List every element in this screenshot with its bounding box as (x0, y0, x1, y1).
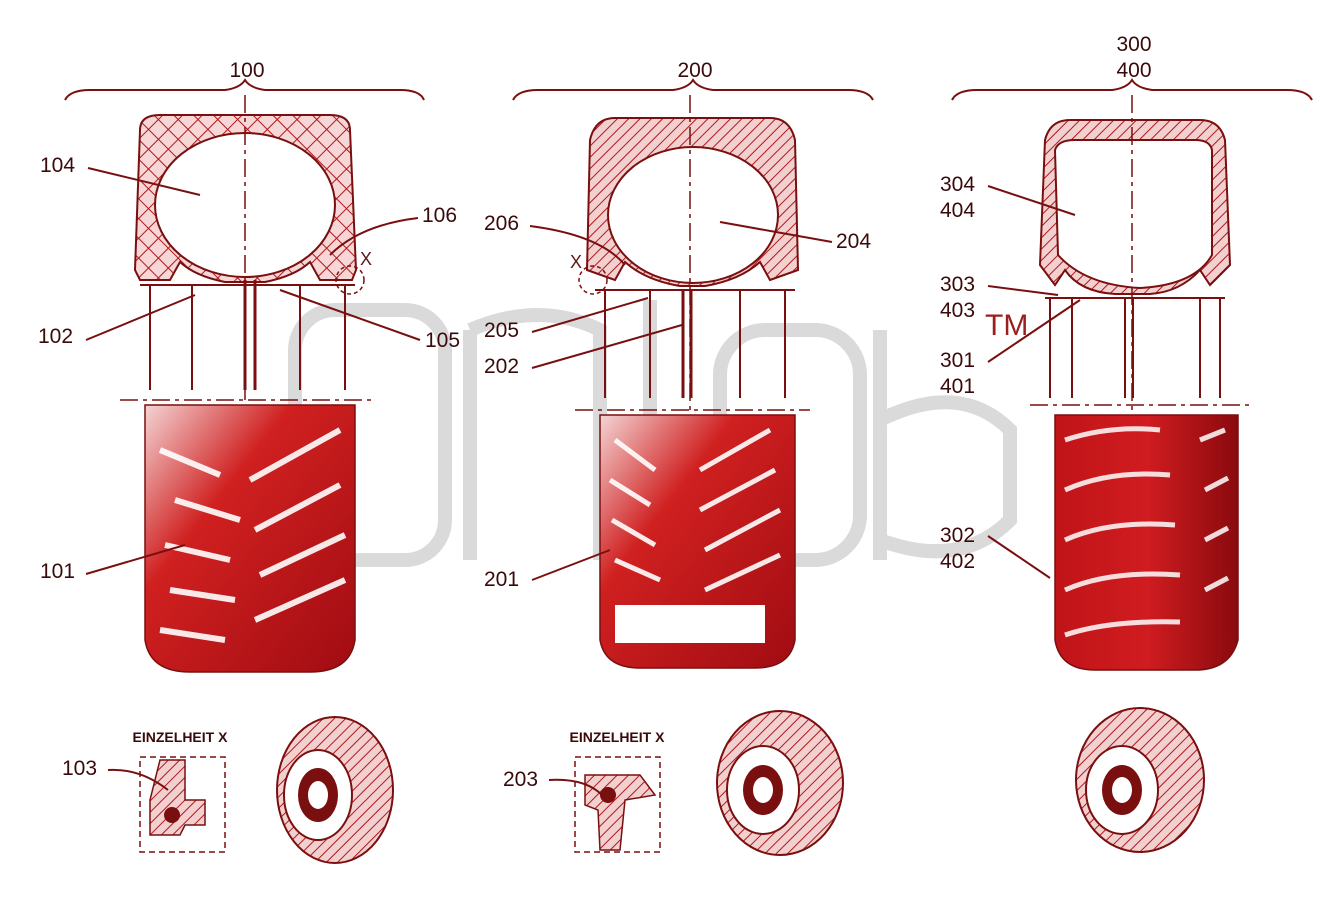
label-402: 402 (940, 550, 975, 573)
tire-200-cross-section (575, 95, 810, 411)
detail-marker-x-1: X (360, 249, 372, 269)
tire-100-3d-view (276, 716, 394, 864)
label-101: 101 (40, 560, 75, 583)
leader-106 (329, 217, 419, 256)
label-301: 301 (940, 349, 975, 372)
label-302: 302 (940, 524, 975, 547)
label-401: 401 (940, 375, 975, 398)
watermark-tm: TM (985, 309, 1028, 342)
leader-301 (987, 299, 1081, 363)
group-3-header-line1: 300 (1116, 33, 1151, 56)
leader-205 (531, 297, 649, 333)
detail-x-title-1: EINZELHEIT X (133, 729, 229, 745)
leader-101 (85, 544, 186, 575)
leader-303 (987, 285, 1059, 296)
leader-203 (548, 778, 603, 796)
label-103: 103 (62, 757, 97, 780)
label-203: 203 (503, 768, 538, 791)
label-204: 204 (836, 230, 871, 253)
label-206: 206 (484, 212, 519, 235)
tire-300-3d-view (1075, 707, 1205, 853)
tire-200-tread-view (599, 414, 796, 669)
tire-300-tread-view (1054, 414, 1239, 671)
group-3-header-line2: 400 (1116, 59, 1151, 82)
label-303: 303 (940, 273, 975, 296)
leader-201 (531, 549, 611, 581)
tire-200-3d-view (716, 710, 844, 856)
leader-102 (85, 294, 196, 341)
tire-100-tread-view (144, 404, 356, 673)
detail-x-title-2: EINZELHEIT X (570, 729, 666, 745)
tire-200-detail-x (574, 756, 661, 853)
leader-202 (531, 324, 683, 369)
label-201: 201 (484, 568, 519, 591)
group-2-header: 200 (677, 59, 712, 82)
label-202: 202 (484, 355, 519, 378)
leader-302 (987, 535, 1051, 579)
tire-100-cross-section (120, 95, 375, 401)
tire-300-cross-section (1030, 95, 1250, 410)
leader-304 (987, 185, 1076, 216)
label-106: 106 (422, 204, 457, 227)
label-304: 304 (940, 173, 975, 196)
group-2-brace (512, 78, 874, 101)
group-1-brace (64, 78, 425, 101)
group-3-brace (951, 78, 1313, 101)
label-205: 205 (484, 319, 519, 342)
leader-204 (719, 221, 833, 243)
label-404: 404 (940, 199, 975, 222)
group-1-header: 100 (229, 59, 264, 82)
label-105: 105 (425, 329, 460, 352)
leader-103 (107, 768, 169, 791)
leader-206 (529, 225, 626, 266)
leader-105 (279, 289, 421, 341)
label-102: 102 (38, 325, 73, 348)
leader-104 (87, 167, 201, 196)
detail-marker-x-2: X (570, 252, 582, 272)
tire-100-detail-x (139, 756, 226, 853)
label-104: 104 (40, 154, 75, 177)
label-403: 403 (940, 299, 975, 322)
